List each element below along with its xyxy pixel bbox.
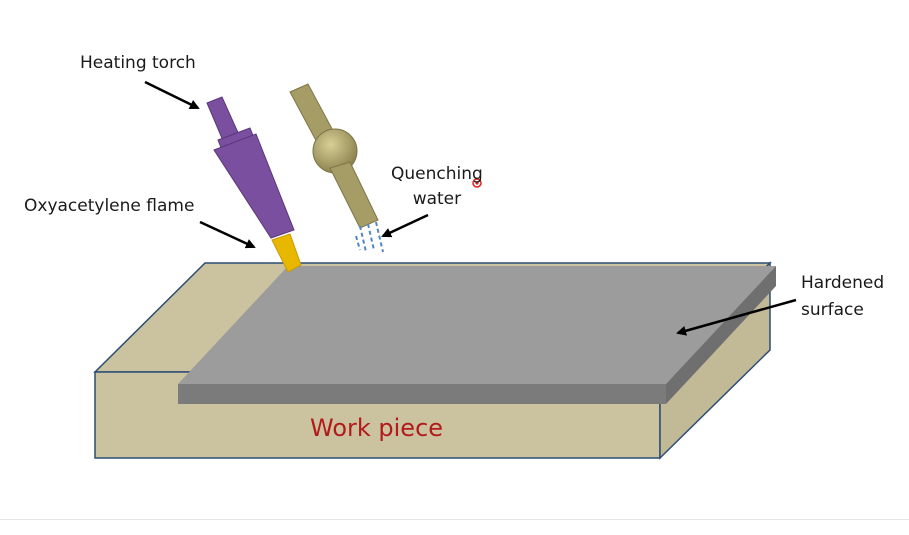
torch-arrow bbox=[144, 80, 200, 110]
flame-arrow bbox=[199, 220, 256, 249]
quench-arrow bbox=[381, 213, 429, 238]
quench-nozzle bbox=[289, 83, 379, 229]
hardened-front-face bbox=[178, 384, 666, 404]
hardened-surface bbox=[178, 266, 776, 404]
torch-nozzle bbox=[213, 133, 295, 239]
label-oxyacetylene-flame: Oxyacetylene flame bbox=[24, 196, 195, 216]
hardened-top-face bbox=[178, 266, 776, 384]
quench-pipe-lower bbox=[329, 161, 379, 229]
water-spray bbox=[355, 221, 384, 253]
hardened-arrow bbox=[676, 298, 797, 336]
label-heating-torch: Heating torch bbox=[80, 53, 196, 73]
label-quenching-line2: water bbox=[412, 189, 462, 209]
label-hardened-line1: Hardened bbox=[801, 273, 885, 293]
label-work-piece: Work piece bbox=[310, 414, 444, 442]
oxyacetylene-flame bbox=[271, 233, 302, 273]
label-quenching-line1: Quenching bbox=[391, 164, 483, 184]
heating-torch bbox=[206, 96, 295, 239]
label-quenching-water: Quenching water bbox=[391, 162, 483, 212]
label-hardened-surface: Hardened surface bbox=[801, 270, 884, 324]
cursor-marker bbox=[472, 178, 482, 188]
hardened-side-face bbox=[666, 266, 776, 404]
bottom-divider bbox=[0, 519, 909, 520]
label-hardened-line2: surface bbox=[801, 300, 864, 320]
